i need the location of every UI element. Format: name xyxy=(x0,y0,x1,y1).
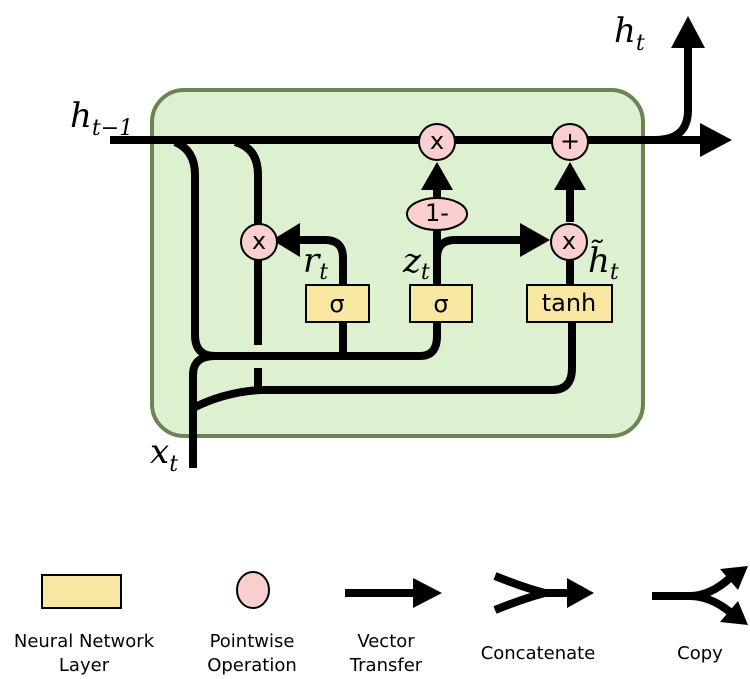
legend-label: Concatenate xyxy=(481,643,596,664)
z-to-mult xyxy=(433,236,525,259)
x-to-tanh-line xyxy=(191,322,576,412)
legend-label: Transfer xyxy=(349,655,423,676)
h-prev-to-gates xyxy=(173,138,441,360)
h-prev-reset-line xyxy=(233,138,262,345)
copy-icon xyxy=(652,566,748,625)
legend-label: Operation xyxy=(207,655,297,676)
pointwise-operation-icon xyxy=(236,571,270,609)
vector-transfer-icon xyxy=(345,578,442,608)
legend-label: Layer xyxy=(59,655,110,676)
svg-text:1-: 1- xyxy=(425,199,449,227)
pointwise-one-minus: 1- xyxy=(406,197,468,231)
x-input-line xyxy=(189,352,216,468)
sigma-layer-update: σ xyxy=(409,284,473,323)
label-z: zt xyxy=(402,241,430,285)
svg-text:x: x xyxy=(562,227,576,255)
arrow-head-up xyxy=(421,162,453,190)
neural-network-layer-icon xyxy=(41,574,122,609)
tanh-layer: tanh xyxy=(526,284,613,323)
arrow-head-left xyxy=(272,223,300,257)
svg-text:tanh: tanh xyxy=(542,289,597,317)
r-gate-output xyxy=(295,236,347,285)
legend-label: Pointwise xyxy=(210,631,295,652)
gru-cell xyxy=(150,88,645,438)
svg-text:x: x xyxy=(430,127,444,155)
label-x-in: xt xyxy=(150,432,178,477)
svg-text:+: + xyxy=(560,127,580,155)
arrow-head-right xyxy=(520,223,550,257)
svg-text:x: x xyxy=(252,227,266,255)
legend-label: Neural Network xyxy=(14,631,155,652)
svg-text:σ: σ xyxy=(433,290,448,318)
arrow-head-up xyxy=(671,16,705,48)
output-branch xyxy=(654,45,692,144)
label-r: rt xyxy=(303,241,328,285)
label-h-tilde: h̃t xyxy=(588,240,619,285)
arrow-head-right xyxy=(700,123,732,157)
legend-label: Copy xyxy=(677,643,723,664)
concatenate-icon xyxy=(493,572,594,614)
label-h-prev: ht−1 xyxy=(70,96,133,141)
label-h-out: ht xyxy=(614,11,645,56)
pointwise-mult-reset: x xyxy=(240,223,278,261)
arrow-head-up xyxy=(554,162,586,190)
pointwise-mult-update: x xyxy=(418,123,456,161)
legend: Neural Network Layer Pointwise Operation… xyxy=(14,566,748,676)
svg-text:σ: σ xyxy=(329,290,344,318)
pointwise-add: + xyxy=(551,123,589,161)
sigma-layer-reset: σ xyxy=(305,284,370,323)
pointwise-mult-candidate: x xyxy=(550,223,588,261)
legend-label: Vector xyxy=(357,631,415,652)
